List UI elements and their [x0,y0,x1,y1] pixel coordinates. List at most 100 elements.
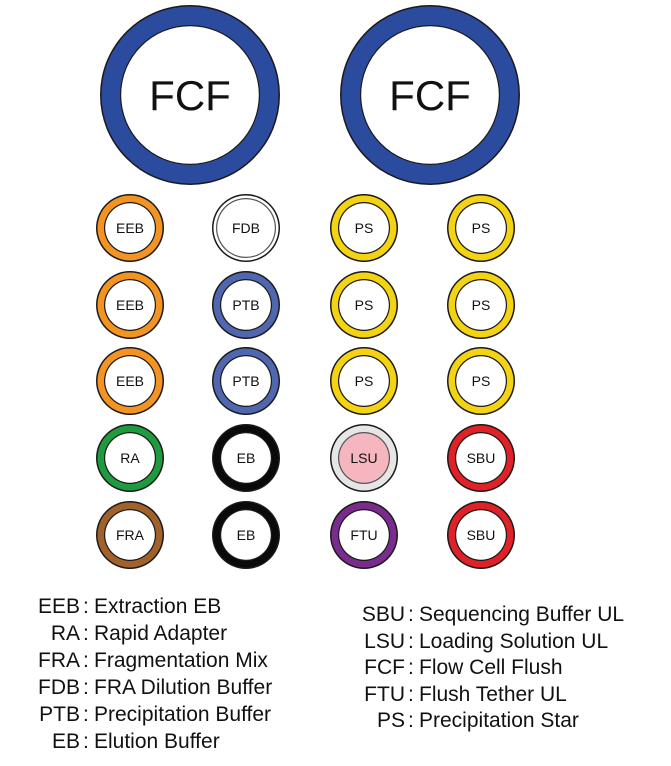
legend-separator: : [83,649,89,672]
tube-eb-c2-r5: EB [212,501,280,569]
tube-eeb-c1-r2: EEB [96,271,164,339]
legend-abbr: FRA [38,649,80,672]
tube-ps-c4-r3-fill [456,356,506,406]
legend-description: Elution Buffer [94,730,220,753]
tube-eeb-c1-r3-label: EEB [116,373,144,389]
tube-lsu-c3-r4-fill [339,433,389,483]
tube-fra-c1-r5-fill [105,510,155,560]
tube-eeb-c1-r3-fill [105,356,155,406]
tube-ptb-c2-r3: PTB [212,347,280,415]
legend-description: Precipitation Star [419,709,579,732]
tube-ptb-c2-r3-label: PTB [232,373,259,389]
tube-ps-c3-r3: PS [330,347,398,415]
tube-eeb-c1-r2-label: EEB [116,297,144,313]
tube-sbu-c4-r5: SBU [447,501,515,569]
tube-eeb-c1-r1-label: EEB [116,220,144,236]
legend-abbr: EB [51,730,80,753]
legend-separator: : [83,622,89,645]
legend-description: Flush Tether UL [419,682,567,706]
legend-abbr: SBU [361,603,405,626]
legend-separator: : [83,730,89,753]
tube-ptb-c2-r2-label: PTB [232,297,259,313]
large-tube-1: FCF [100,5,280,185]
tube-sbu-c4-r5-label: SBU [467,527,496,543]
tube-ps-c4-r1-label: PS [472,220,491,236]
tube-ps-c4-r2-label: PS [472,297,491,313]
tube-eeb-c1-r1: EEB [96,194,164,262]
large-tube-2-fill [361,26,499,164]
tube-fra-c1-r5-label: FRA [116,527,145,543]
tube-eeb-c1-r2-fill [105,280,155,330]
legend-description: Precipitation Buffer [94,703,272,726]
legend-description: Fragmentation Mix [94,649,268,672]
tube-lsu-c3-r4-label: LSU [350,450,377,466]
legend-separator: : [408,709,414,732]
tube-sbu-c4-r5-fill [456,510,506,560]
large-tube-1-label: FCF [149,72,231,119]
tube-fdb-c2-r1-label: FDB [232,220,260,236]
tube-ps-c3-r1: PS [330,194,398,262]
tube-ptb-c2-r3-fill [221,356,271,406]
tube-ftu-c3-r5-label: FTU [350,527,377,543]
tube-ra-c1-r4-label: RA [120,450,140,466]
legend-abbr: FDB [38,676,80,699]
legend-description: Rapid Adapter [94,622,228,645]
tube-ps-c4-r1-fill [456,203,506,253]
tube-fdb-c2-r1: FDB [212,194,280,262]
legend-description: Extraction EB [94,595,222,618]
tube-eeb-c1-r3: EEB [96,347,164,415]
tube-sbu-c4-r4-label: SBU [467,450,496,466]
tube-fra-c1-r5: FRA [96,501,164,569]
tube-ps-c4-r1: PS [447,194,515,262]
legend-description: Sequencing Buffer UL [419,603,625,626]
legend-abbr: FCF [364,656,405,679]
tube-sbu-c4-r4: SBU [447,424,515,492]
tube-eb-c2-r4-fill [221,433,271,483]
legend-separator: : [83,703,89,726]
tube-ra-c1-r4-fill [105,433,155,483]
legend-abbr: EEB [37,595,80,618]
tube-ps-c3-r1-fill [339,203,389,253]
large-tube-2: FCF [340,5,520,185]
legend-description: FRA Dilution Buffer [94,676,273,699]
tube-fdb-c2-r1-fill [217,199,275,257]
legend-separator: : [408,656,414,679]
large-tube-2-label: FCF [389,72,471,119]
tube-ps-c4-r3: PS [447,347,515,415]
legend-abbr: PTB [39,703,80,726]
tube-sbu-c4-r4-fill [456,433,506,483]
tube-ftu-c3-r5: FTU [330,501,398,569]
large-tube-1-fill [121,26,259,164]
tube-eb-c2-r5-fill [221,510,271,560]
legend-abbr: LSU [364,629,405,653]
tube-ra-c1-r4: RA [96,424,164,492]
legend-abbr: PS [376,709,405,732]
tube-eb-c2-r4-label: EB [237,450,256,466]
tube-ps-c3-r3-label: PS [355,373,374,389]
tube-ps-c4-r2-fill [456,280,506,330]
tube-ptb-c2-r2: PTB [212,271,280,339]
legend-description: Flow Cell Flush [419,656,563,679]
legend-separator: : [408,682,414,706]
tube-ps-c3-r1-label: PS [355,220,374,236]
legend-abbr: RA [50,622,80,645]
legend-separator: : [83,595,89,618]
tube-ps-c3-r2: PS [330,271,398,339]
tube-ps-c4-r2: PS [447,271,515,339]
legend-separator: : [83,676,89,699]
legend-abbr: FTU [364,682,405,706]
tube-ps-c3-r2-label: PS [355,297,374,313]
legend-separator: : [408,603,414,626]
tube-eb-c2-r4: EB [212,424,280,492]
tube-ptb-c2-r2-fill [221,280,271,330]
tube-ps-c4-r3-label: PS [472,373,491,389]
legend-description: Loading Solution UL [419,629,609,653]
tube-ftu-c3-r5-fill [339,510,389,560]
tube-ps-c3-r3-fill [339,356,389,406]
tube-eb-c2-r5-label: EB [237,527,256,543]
legend-separator: : [408,629,414,653]
tube-eeb-c1-r1-fill [105,203,155,253]
tube-ps-c3-r2-fill [339,280,389,330]
tube-lsu-c3-r4: LSU [330,424,398,492]
